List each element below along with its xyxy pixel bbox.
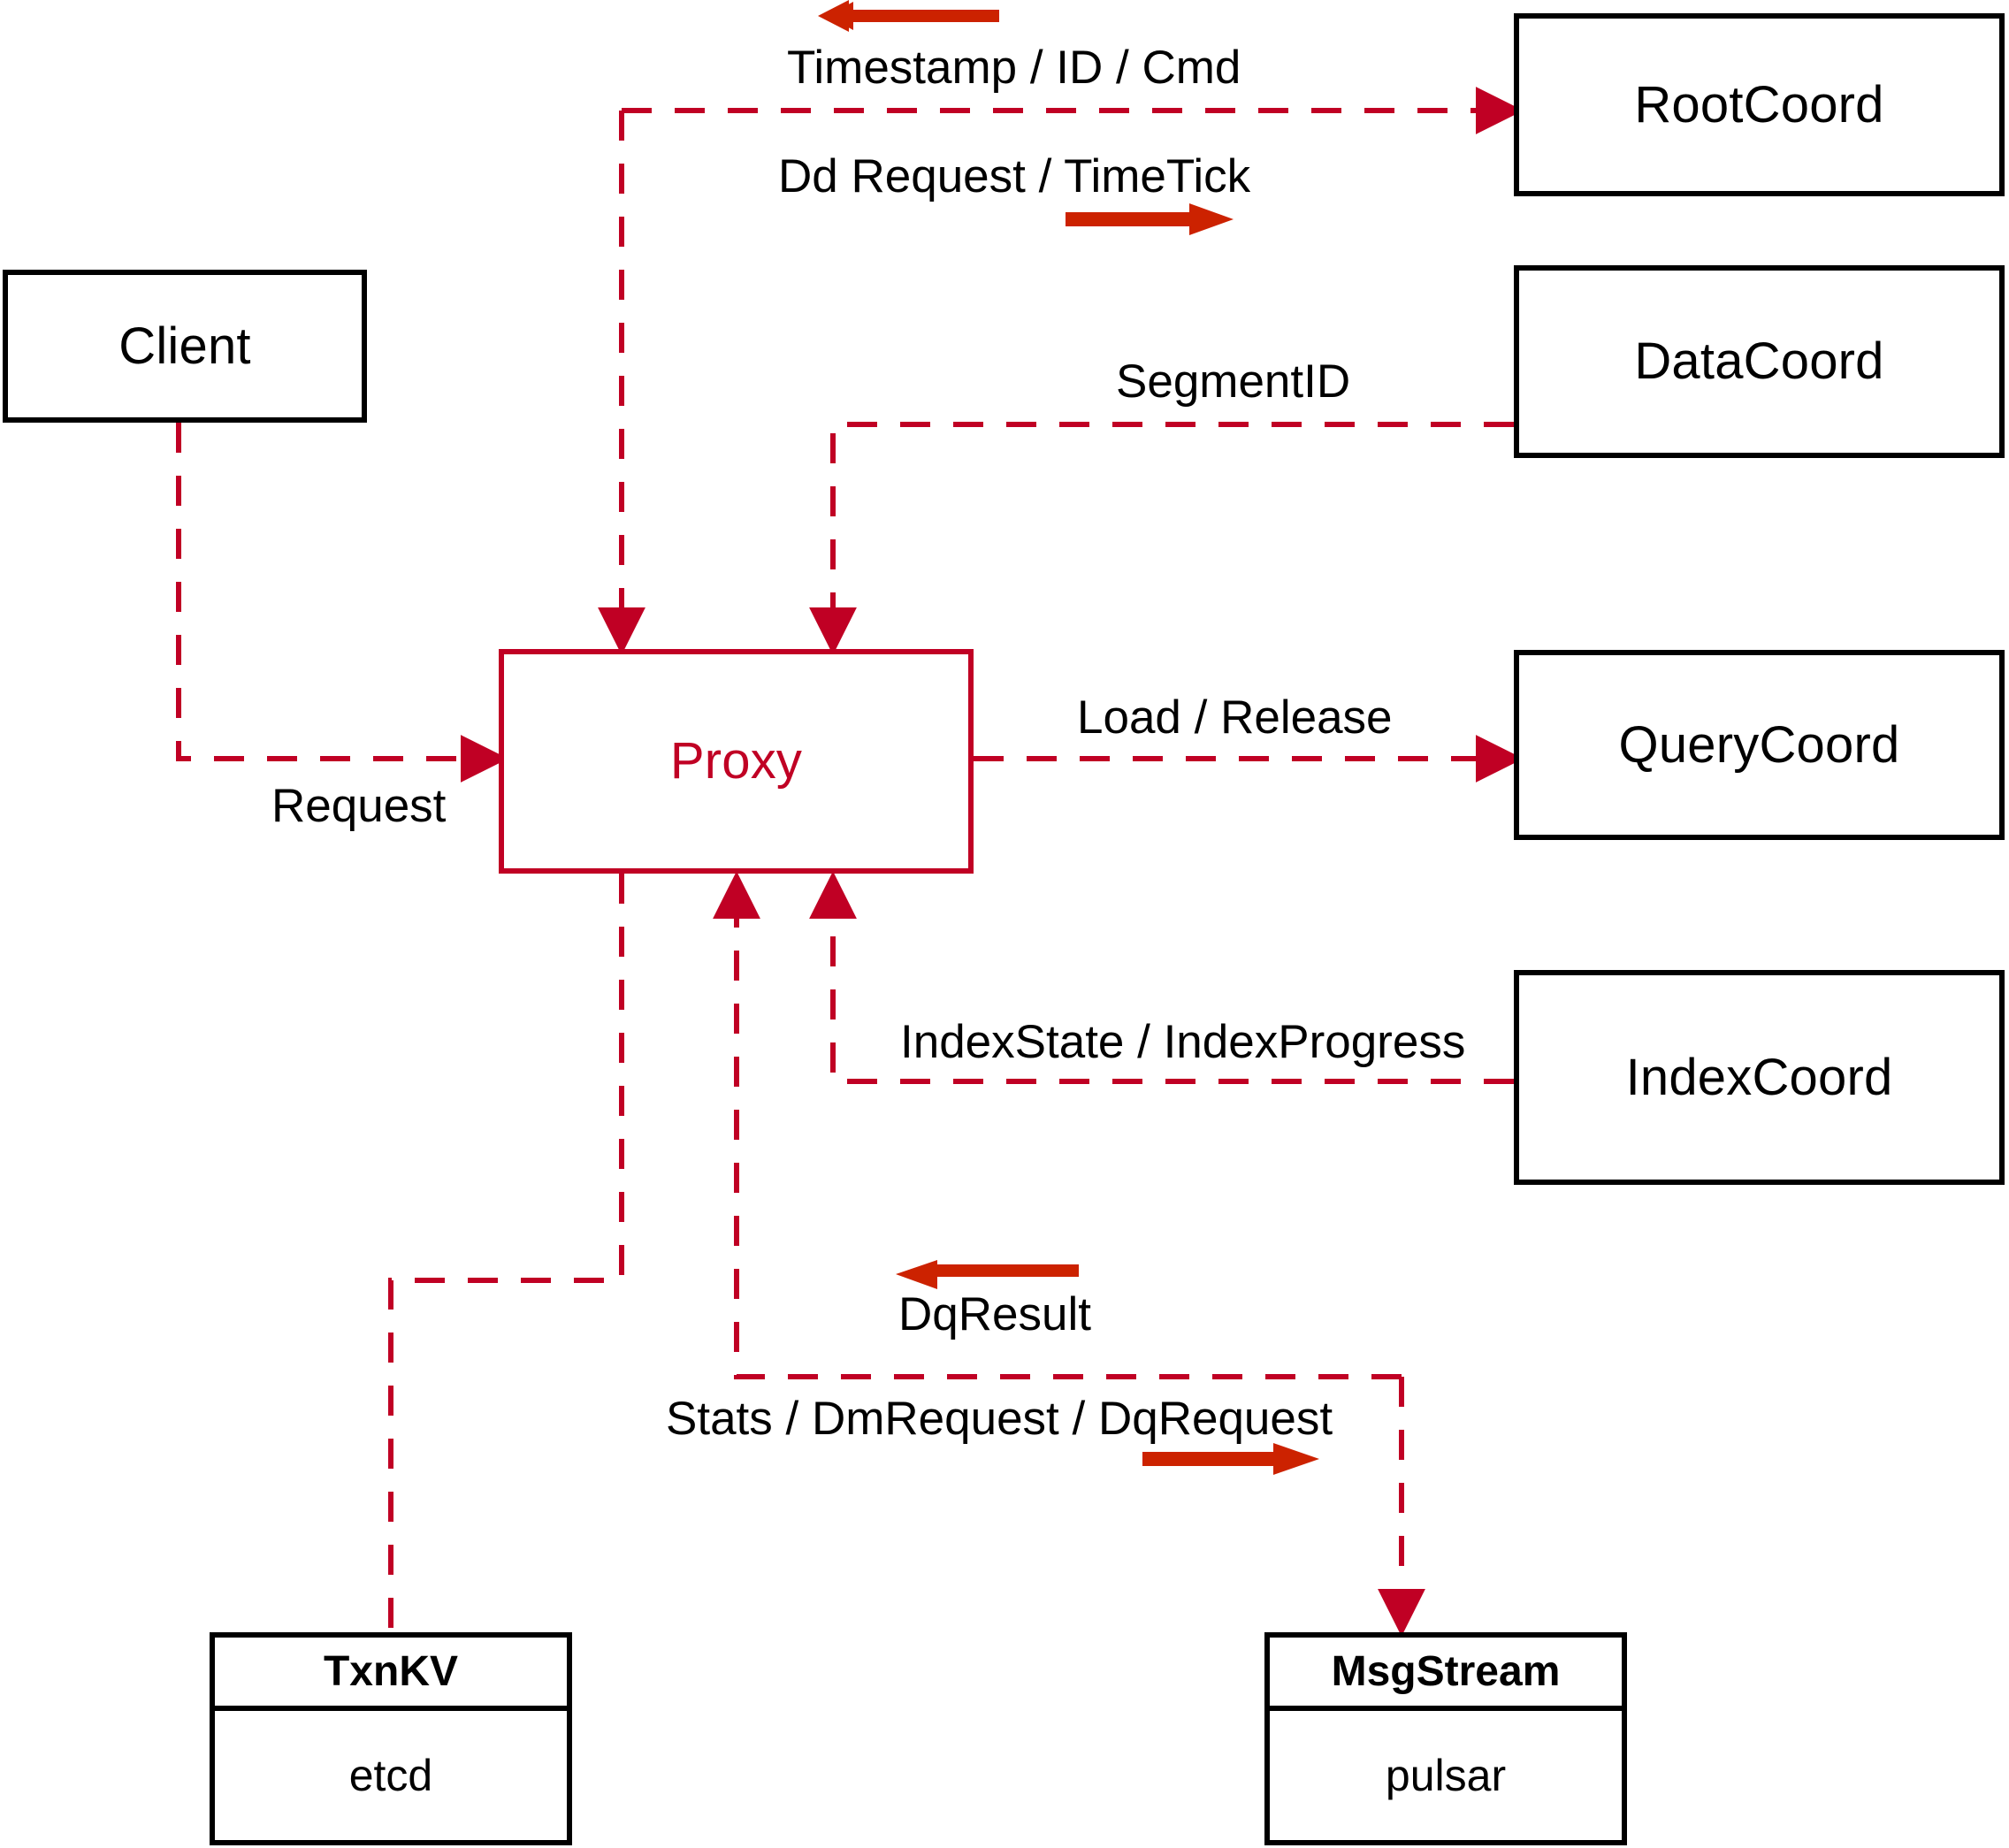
arrow-right-dd-request [1066,203,1234,235]
arrow-right-stats-request [1142,1443,1319,1475]
edge-label-dq-result: DqResult [898,1288,1091,1340]
edge-indexcoord-to-proxy [809,871,1514,1084]
edge-datacoord-to-proxy [809,422,1514,655]
node-client[interactable]: Client [3,270,367,423]
node-txnkv-title: TxnKV [323,1648,458,1695]
edge-msgstream-to-proxy [713,871,1402,1379]
node-txnkv-body: etcd [215,1711,567,1840]
edge-label-stats-dm-dq-request: Stats / DmRequest / DqRequest [666,1393,1333,1445]
node-querycoord[interactable]: QueryCoord [1514,650,2005,840]
edge-label-request: Request [271,780,447,832]
edge-label-load-release: Load / Release [1077,691,1393,744]
node-msgstream-body: pulsar [1270,1711,1622,1840]
node-proxy[interactable]: Proxy [499,649,974,874]
edge-label-dd-request-timetick: Dd Request / TimeTick [778,150,1251,202]
node-txnkv-impl: etcd [348,1751,433,1800]
node-txnkv-header: TxnKV [215,1638,567,1711]
arrow-left-dq-result [896,1260,1079,1289]
node-rootcoord[interactable]: RootCoord [1514,13,2005,196]
node-proxy-label: Proxy [669,732,803,790]
node-querycoord-label: QueryCoord [1618,715,1900,774]
edge-label-index-state-progress: IndexState / IndexProgress [900,1016,1466,1068]
node-msgstream-header: MsgStream [1270,1638,1622,1711]
node-datacoord-label: DataCoord [1634,332,1884,390]
arrow-left-timestamp [818,0,999,32]
edge-label-segment-id: SegmentID [1116,355,1351,408]
node-client-label: Client [118,317,251,375]
node-msgstream-impl: pulsar [1385,1751,1507,1800]
edge-label-timestamp-id-cmd: Timestamp / ID / Cmd [787,42,1241,94]
edge-client-to-proxy [176,423,508,783]
node-indexcoord[interactable]: IndexCoord [1514,970,2005,1185]
node-datacoord[interactable]: DataCoord [1514,265,2005,458]
node-rootcoord-label: RootCoord [1634,75,1884,134]
node-msgstream[interactable]: MsgStream pulsar [1264,1632,1627,1845]
node-indexcoord-label: IndexCoord [1625,1048,1893,1106]
node-msgstream-title: MsgStream [1331,1648,1561,1695]
edge-proxy-to-txnkv [388,874,624,1632]
node-txnkv[interactable]: TxnKV etcd [210,1632,572,1845]
